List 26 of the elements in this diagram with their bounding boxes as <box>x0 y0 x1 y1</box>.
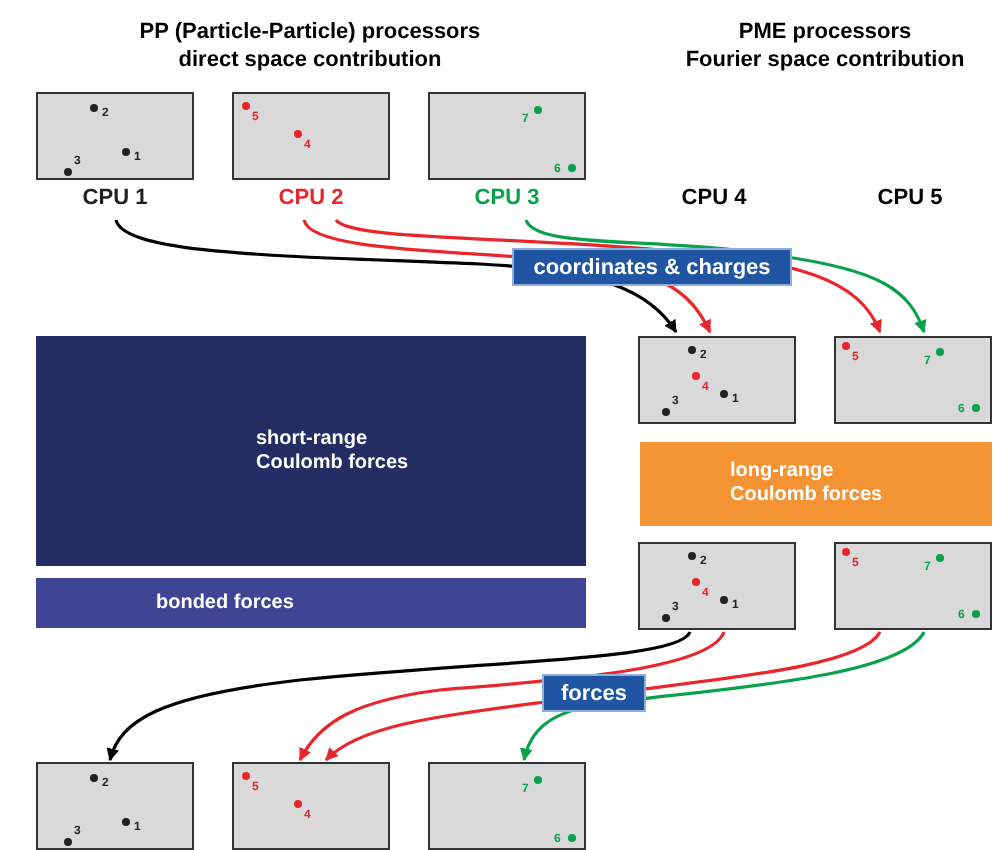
step-label: forces <box>542 674 646 712</box>
processor-box <box>638 542 796 630</box>
cpu-label: CPU 3 <box>472 186 542 210</box>
arrow <box>298 631 726 762</box>
processor-box <box>428 762 586 850</box>
heading: PP (Particle-Particle) processors <box>137 18 483 46</box>
band-label: long-range Coulomb forces <box>730 460 885 508</box>
heading: direct space contribution <box>176 46 444 74</box>
heading: PME processors <box>736 18 914 46</box>
bonded-force-bar <box>36 578 586 628</box>
cpu-label: CPU 1 <box>80 186 150 210</box>
band-label: short-range Coulomb forces <box>256 427 411 475</box>
arrow <box>107 630 692 762</box>
processor-box <box>834 542 992 630</box>
step-label: coordinates & charges <box>512 248 792 286</box>
cpu-label: CPU 4 <box>679 186 749 210</box>
long-range-force-bar <box>640 442 992 526</box>
cpu-label: CPU 5 <box>875 186 945 210</box>
processor-box <box>834 336 992 424</box>
processor-box <box>638 336 796 424</box>
processor-box <box>36 762 194 850</box>
processor-box <box>232 762 390 850</box>
heading: Fourier space contribution <box>683 46 967 74</box>
band-label: bonded forces <box>156 591 294 615</box>
cpu-label: CPU 2 <box>276 186 346 210</box>
short-range-force-panel <box>36 336 586 566</box>
